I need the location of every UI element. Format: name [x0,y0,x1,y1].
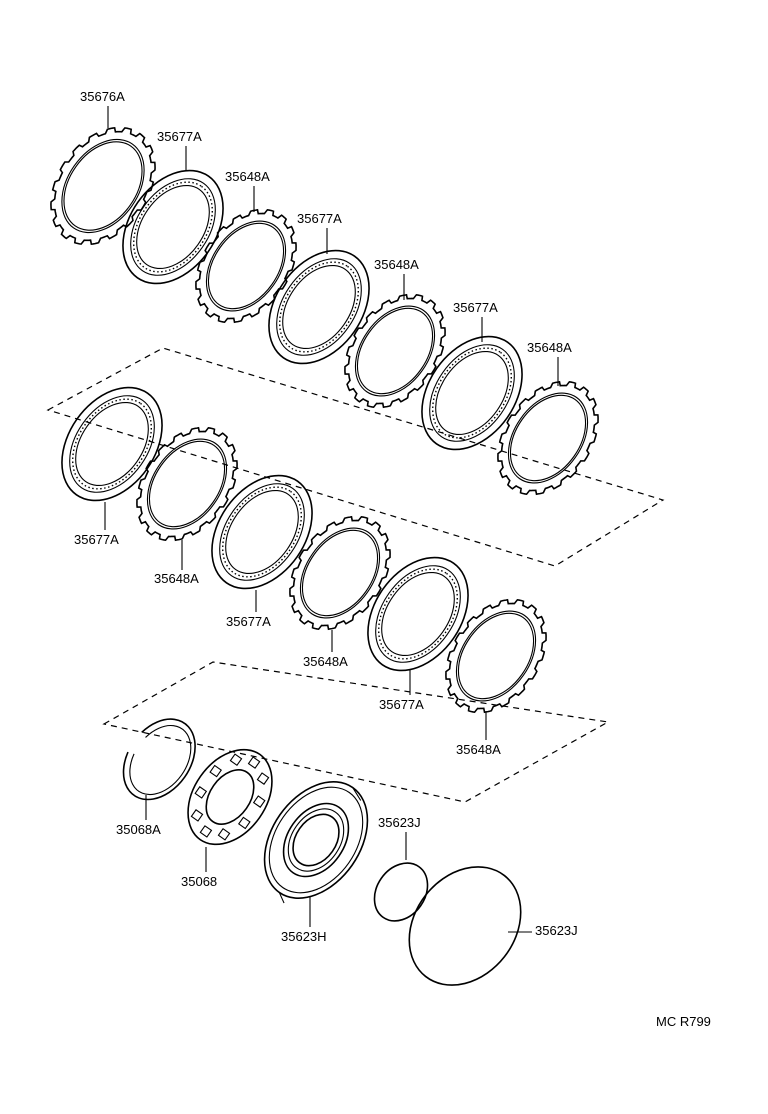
clutch-pack-outline [46,347,665,567]
part-35677a-disc-6 [367,556,469,672]
label-35623j-2: 35623J [535,923,578,938]
part-35623j-large-oring [408,866,522,986]
label-35677a-4: 35677A [74,532,119,547]
part-35623h-piston [263,781,369,904]
part-35648a-plate-4 [136,426,238,542]
part-35676a-plate [50,127,156,245]
part-35648a-plate-5 [289,515,391,631]
label-35648a-1: 35648A [225,169,270,184]
part-35648a-plate-3 [497,380,599,496]
label-35677a-3: 35677A [453,300,498,315]
label-35648a-2: 35648A [374,257,419,272]
label-35648a-6: 35648A [456,742,501,757]
part-35648a-plate-1 [195,208,297,324]
part-35677a-disc-4 [61,386,163,502]
label-35648a-5: 35648A [303,654,348,669]
leader-lines [104,106,559,933]
label-35623h: 35623H [281,929,327,944]
part-35677a-disc-5 [211,474,313,590]
part-35068a-snap-ring [122,718,196,801]
reference-code: MC R799 [656,1014,711,1029]
part-35648a-plate-2 [344,293,446,409]
part-35068-spring-retainer [187,748,273,846]
piston-group-outline [102,661,610,803]
label-35677a-6: 35677A [379,697,424,712]
part-35677a-disc-3 [421,335,523,451]
label-35068a: 35068A [116,822,161,837]
part-35677a-disc-2 [268,249,370,365]
part-35648a-plate-6 [445,598,547,714]
label-35648a-4: 35648A [154,571,199,586]
label-35677a-1: 35677A [157,129,202,144]
label-35623j-1: 35623J [378,815,421,830]
part-35623j-small-oring [373,862,429,922]
label-35648a-3: 35648A [527,340,572,355]
label-35676a: 35676A [80,89,125,104]
parts-layer [50,127,599,986]
label-35068: 35068 [181,874,217,889]
label-35677a-5: 35677A [226,614,271,629]
label-35677a-2: 35677A [297,211,342,226]
